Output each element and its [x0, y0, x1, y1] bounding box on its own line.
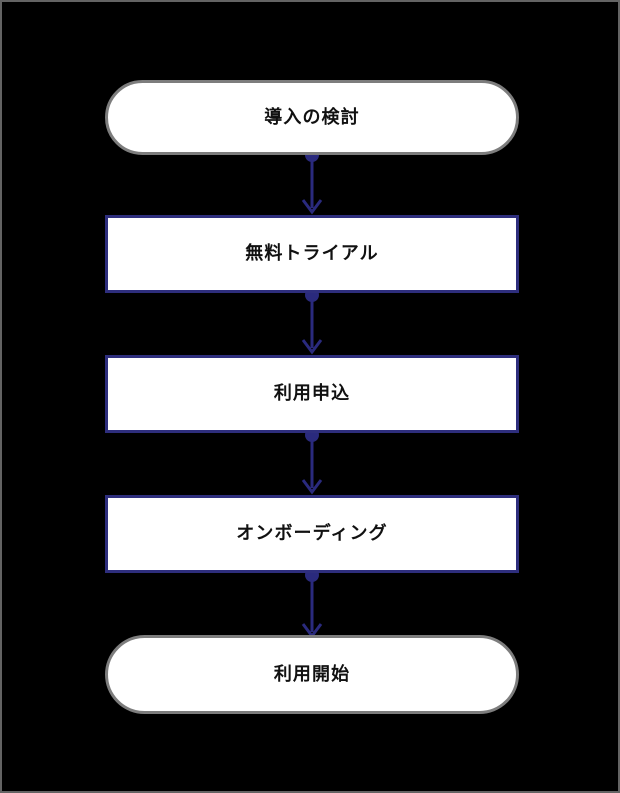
- flow-node-label: 無料トライアル: [245, 243, 379, 264]
- flow-node-application[interactable]: 利用申込: [105, 355, 519, 433]
- flow-node-label: オンボーディング: [236, 523, 388, 544]
- flow-node-label: 導入の検討: [264, 106, 360, 127]
- flow-connector-4: [292, 566, 332, 644]
- flow-connector-1: [292, 146, 332, 222]
- flow-connector-3: [292, 426, 332, 502]
- edge-arrowhead-icon: [301, 339, 323, 355]
- flow-node-onboarding[interactable]: オンボーディング: [105, 495, 519, 573]
- flow-node-label: 利用開始: [273, 663, 351, 684]
- edge-arrowhead-icon: [301, 199, 323, 215]
- flow-node-end[interactable]: 利用開始: [105, 635, 519, 714]
- flow-node-label: 利用申込: [273, 383, 351, 404]
- flow-node-free-trial[interactable]: 無料トライアル: [105, 215, 519, 293]
- flow-node-start[interactable]: 導入の検討: [105, 80, 519, 155]
- flow-connector-2: [292, 286, 332, 362]
- edge-arrowhead-icon: [301, 479, 323, 495]
